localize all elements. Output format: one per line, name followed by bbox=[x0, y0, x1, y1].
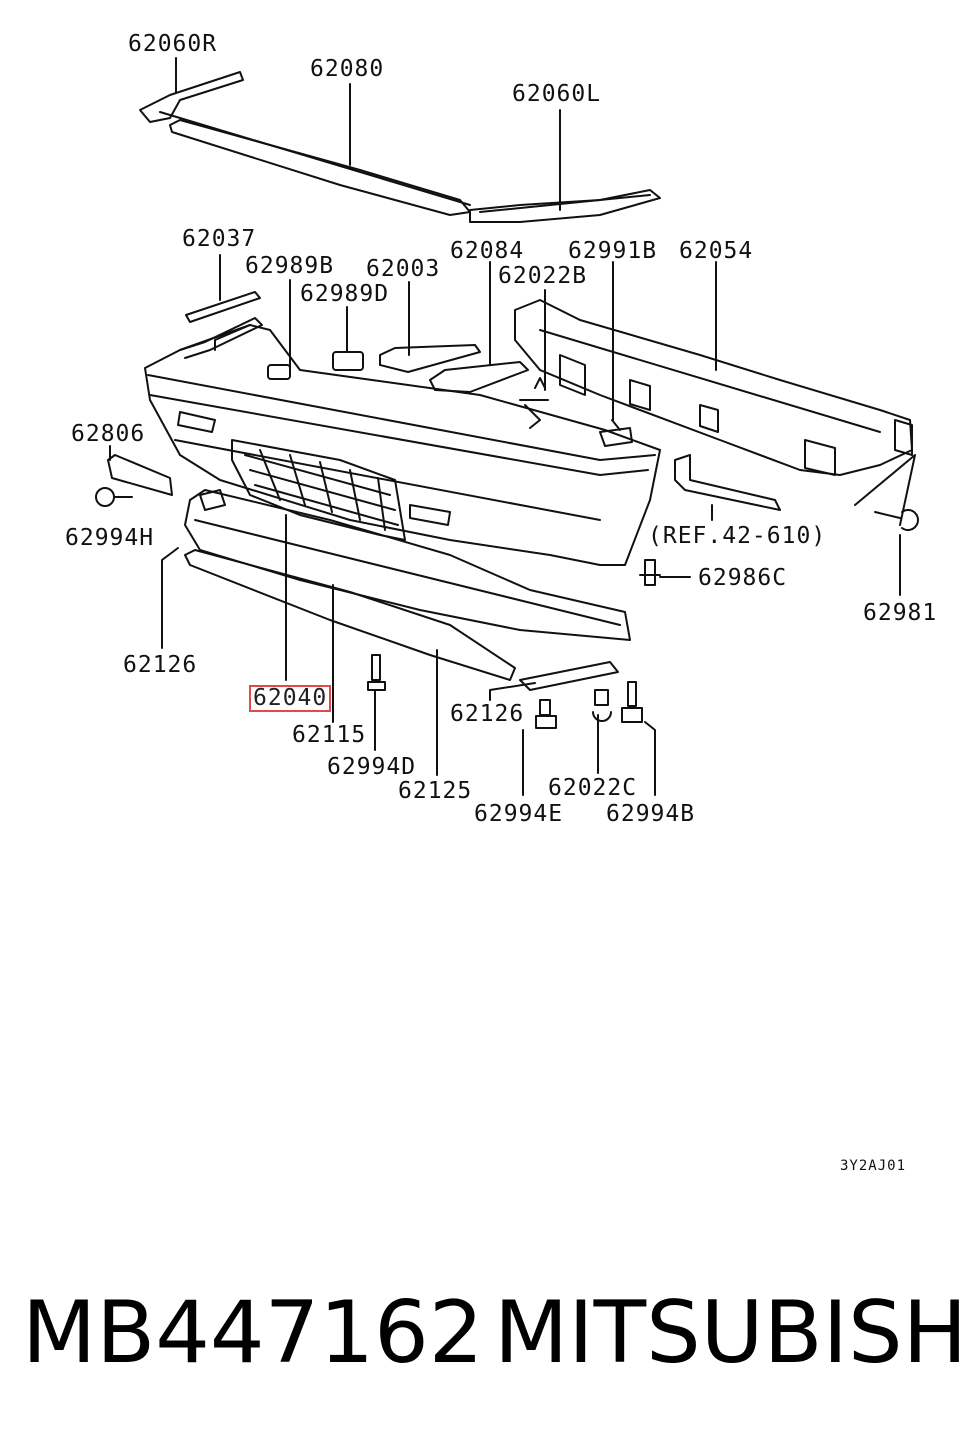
label-62037: 62037 bbox=[182, 226, 257, 252]
label-62003: 62003 bbox=[366, 256, 441, 282]
label-62022C: 62022C bbox=[548, 775, 638, 801]
label-62806: 62806 bbox=[71, 421, 146, 447]
label-62054: 62054 bbox=[679, 238, 754, 264]
label-62994H: 62994H bbox=[65, 525, 155, 551]
label-62994E: 62994E bbox=[474, 801, 564, 827]
brand-name: MITSUBISHI bbox=[494, 1283, 960, 1383]
label-62060R: 62060R bbox=[128, 31, 218, 57]
lower-strip bbox=[184, 549, 619, 691]
strip-62037 bbox=[185, 291, 261, 323]
label-62126-right: 62126 bbox=[450, 701, 525, 727]
label-62126-left: 62126 bbox=[123, 652, 198, 678]
reinforcement-bar bbox=[514, 299, 913, 476]
label-ref-42-610: (REF.42-610) bbox=[648, 523, 827, 549]
label-62991B: 62991B bbox=[568, 238, 658, 264]
label-62115: 62115 bbox=[292, 722, 367, 748]
label-62994B: 62994B bbox=[606, 801, 696, 827]
label-62994D: 62994D bbox=[327, 754, 417, 780]
bracket-62084 bbox=[429, 361, 529, 393]
label-62125: 62125 bbox=[398, 778, 473, 804]
bracket-ref bbox=[674, 454, 781, 511]
bracket-62003 bbox=[379, 344, 481, 373]
label-62022B: 62022B bbox=[498, 263, 588, 289]
label-62986C: 62986C bbox=[698, 565, 788, 591]
bumper-body bbox=[144, 317, 661, 566]
upper-moulding bbox=[139, 71, 661, 223]
label-62040-highlighted[interactable]: 62040 bbox=[249, 685, 332, 712]
label-62060L: 62060L bbox=[512, 81, 602, 107]
part-number: MB447162 bbox=[22, 1283, 484, 1383]
lower-spoiler bbox=[184, 489, 631, 641]
label-62981: 62981 bbox=[863, 600, 938, 626]
label-62989D: 62989D bbox=[300, 281, 390, 307]
leader-lines bbox=[109, 57, 916, 796]
diagram-code: 3Y2AJ01 bbox=[840, 1158, 907, 1174]
label-62084: 62084 bbox=[450, 238, 525, 264]
label-62989B: 62989B bbox=[245, 253, 335, 279]
label-62080: 62080 bbox=[310, 56, 385, 82]
bracket-62806 bbox=[107, 454, 173, 496]
